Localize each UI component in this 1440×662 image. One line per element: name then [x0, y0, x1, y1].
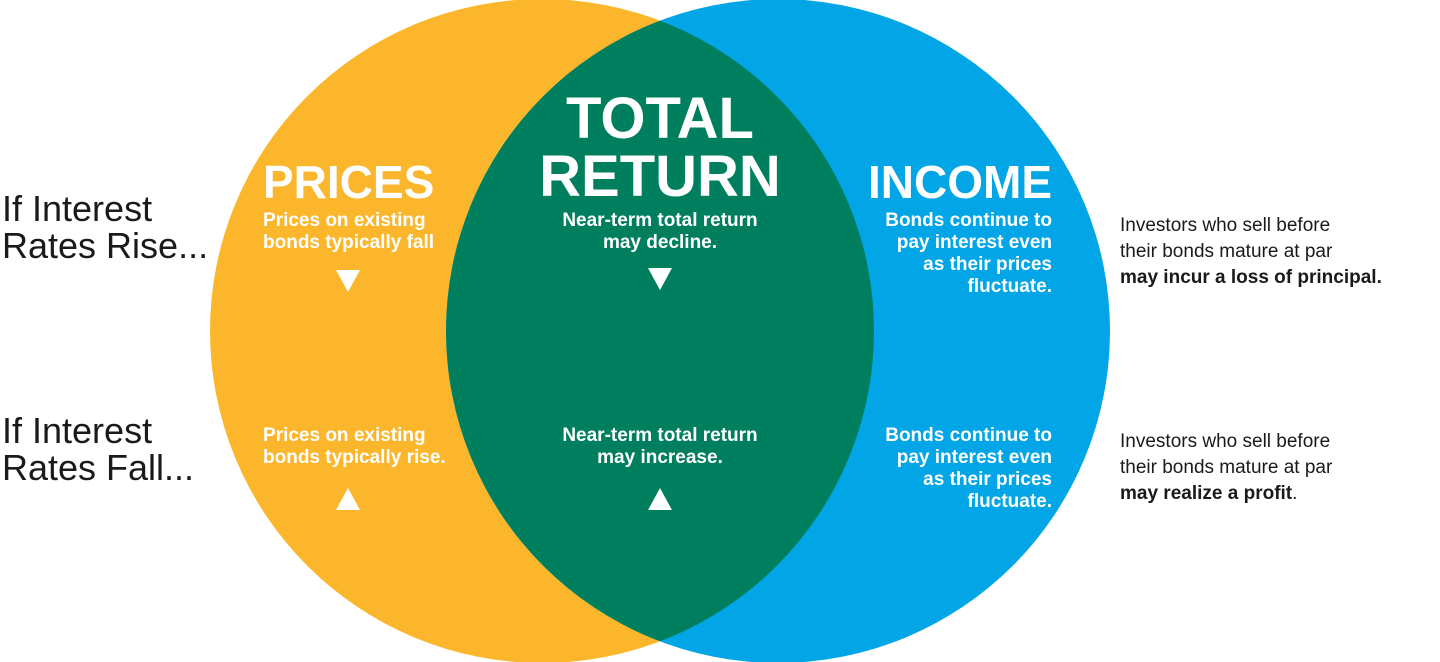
rise-row-label: If Interest Rates Rise...	[2, 188, 209, 266]
down-triangle-icon	[648, 268, 672, 290]
income-rise-text: Bonds continue to pay interest even as t…	[885, 210, 1052, 297]
total-return-title: TOTAL RETURN	[539, 86, 781, 209]
prices-title: PRICES	[263, 156, 435, 208]
up-triangle-icon	[336, 488, 360, 510]
total-return-fall-text: Near-term total return may increase.	[562, 425, 758, 468]
down-triangle-icon	[336, 270, 360, 292]
prices-rise-text: Prices on existing bonds typically fall	[263, 210, 435, 253]
up-triangle-icon	[648, 488, 672, 510]
income-fall-text: Bonds continue to pay interest even as t…	[885, 425, 1052, 512]
prices-fall-text: Prices on existing bonds typically rise.	[263, 425, 446, 468]
total-return-rise-text: Near-term total return may decline.	[562, 210, 758, 253]
income-title: INCOME	[868, 156, 1052, 208]
total-return-overlap	[446, 0, 874, 662]
fall-row-label: If Interest Rates Fall...	[2, 410, 195, 488]
investors-rise-text: Investors who sell before their bonds ma…	[1120, 215, 1382, 288]
investors-fall-text: Investors who sell before their bonds ma…	[1120, 431, 1333, 504]
